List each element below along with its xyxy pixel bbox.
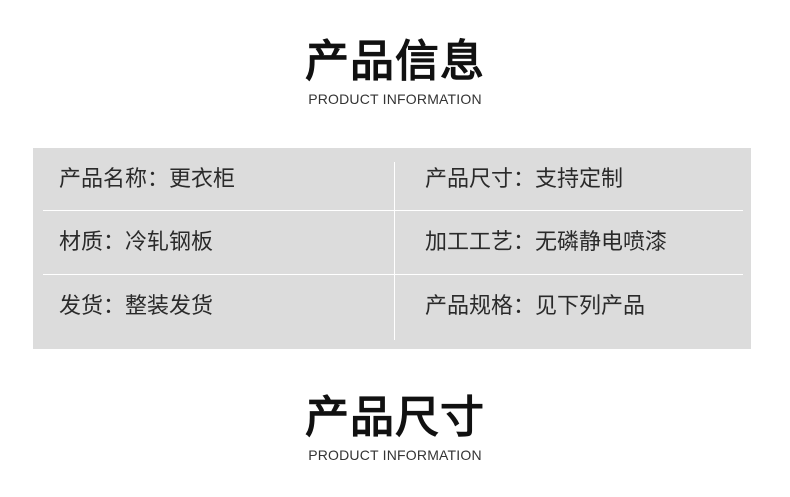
info-cell-shipping: 发货：整装发货 <box>59 294 214 319</box>
info-row: 材质：冷轧钢板 加工工艺：无磷静电喷漆 <box>43 211 743 274</box>
row-divider <box>43 210 743 211</box>
info-cell-process: 加工工艺：无磷静电喷漆 <box>425 230 668 255</box>
info-row: 发货：整装发货 产品规格：见下列产品 <box>43 275 743 338</box>
info-cell-product-name: 产品名称：更衣柜 <box>59 167 236 192</box>
section-title-cn: 产品尺寸 <box>305 392 485 443</box>
section-title-en: PRODUCT INFORMATION <box>308 447 482 463</box>
section-title-en: PRODUCT INFORMATION <box>308 91 482 107</box>
row-divider <box>43 274 743 275</box>
info-cell-product-size: 产品尺寸：支持定制 <box>425 167 624 192</box>
info-cell-material: 材质：冷轧钢板 <box>59 230 214 255</box>
section-heading-product-size: 产品尺寸 PRODUCT INFORMATION <box>0 392 790 464</box>
info-cell-specification: 产品规格：见下列产品 <box>425 294 646 319</box>
info-row: 产品名称：更衣柜 产品尺寸：支持定制 <box>43 148 743 211</box>
product-info-table: 产品名称：更衣柜 产品尺寸：支持定制 材质：冷轧钢板 加工工艺：无磷静电喷漆 发… <box>33 148 751 349</box>
section-title-cn: 产品信息 <box>305 36 485 87</box>
column-divider <box>394 162 395 340</box>
section-heading-product-info: 产品信息 PRODUCT INFORMATION <box>0 36 790 108</box>
